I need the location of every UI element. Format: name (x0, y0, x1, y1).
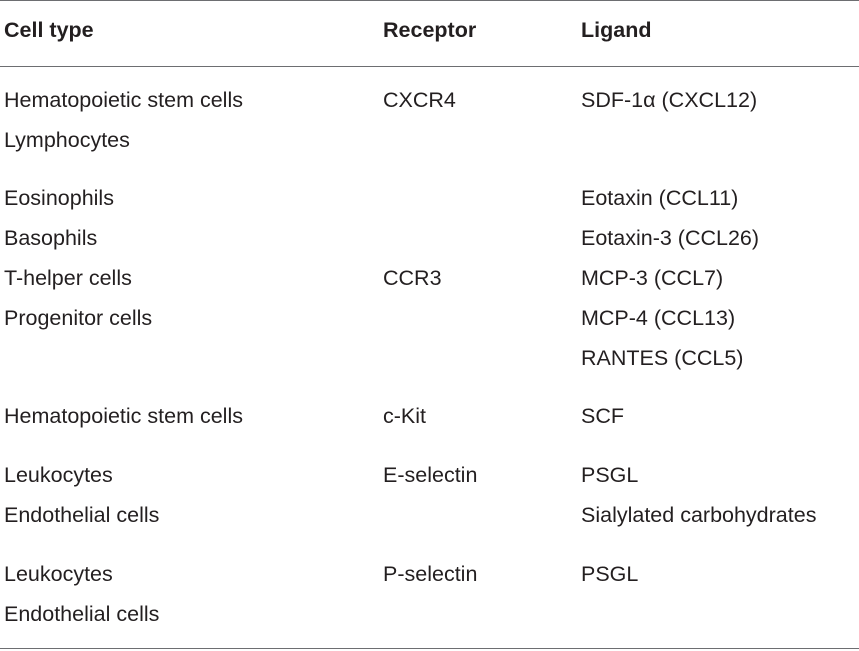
bottom-rule (0, 648, 859, 649)
cell-type: Eosinophils (4, 186, 114, 210)
top-rule (0, 0, 859, 1)
table-row-receptor: CCR3 (383, 258, 442, 298)
ligand: SCF (581, 404, 624, 428)
receptor: E-selectin (383, 463, 478, 487)
header-ligand: Ligand (581, 18, 652, 42)
receptor: CXCR4 (383, 88, 456, 112)
table-row-cell-types: Hematopoietic stem cells Lymphocytes (4, 80, 243, 160)
table-row-ligands: PSGL (581, 554, 638, 594)
table-row-cell-types: Eosinophils Basophils T-helper cells Pro… (4, 178, 152, 338)
ligand: SDF-1α (CXCL12) (581, 88, 758, 112)
receptor: CCR3 (383, 266, 442, 290)
ligand: Sialylated carbohydrates (581, 503, 817, 527)
ligand: MCP-3 (CCL7) (581, 266, 724, 290)
ligand: Eotaxin-3 (CCL26) (581, 226, 760, 250)
table-row-ligands: SCF (581, 396, 624, 436)
cell-type: Basophils (4, 226, 98, 250)
receptor: c-Kit (383, 404, 426, 428)
cell-type: Hematopoietic stem cells (4, 88, 243, 112)
table-row-ligands: SDF-1α (CXCL12) (581, 80, 757, 120)
table-row-receptor: E-selectin (383, 455, 477, 495)
table-row-receptor: c-Kit (383, 396, 426, 436)
ligand: Eotaxin (CCL11) (581, 186, 739, 210)
receptor: P-selectin (383, 562, 478, 586)
table-row-cell-types: Hematopoietic stem cells (4, 396, 243, 436)
ligand: PSGL (581, 562, 639, 586)
table-row-ligands: PSGL Sialylated carbohydrates (581, 455, 816, 535)
cell-type: Progenitor cells (4, 306, 153, 330)
header-receptor: Receptor (383, 18, 477, 42)
table-row-ligands: Eotaxin (CCL11) Eotaxin-3 (CCL26) MCP-3 … (581, 178, 759, 378)
ligand: MCP-4 (CCL13) (581, 306, 736, 330)
table-row-receptor: CXCR4 (383, 80, 456, 120)
cell-type: Leukocytes (4, 463, 113, 487)
table-row-cell-types: Leukocytes Endothelial cells (4, 554, 159, 634)
cell-type: Endothelial cells (4, 602, 160, 626)
header-rule (0, 66, 859, 67)
cell-type: T-helper cells (4, 266, 132, 290)
cell-type: Hematopoietic stem cells (4, 404, 243, 428)
cell-type: Lymphocytes (4, 128, 130, 152)
ligand: PSGL (581, 463, 639, 487)
header-cell-type: Cell type (4, 18, 94, 42)
table-row-cell-types: Leukocytes Endothelial cells (4, 455, 159, 535)
table-row-receptor: P-selectin (383, 554, 477, 594)
cell-type: Endothelial cells (4, 503, 160, 527)
cell-type: Leukocytes (4, 562, 113, 586)
ligand: RANTES (CCL5) (581, 346, 744, 370)
